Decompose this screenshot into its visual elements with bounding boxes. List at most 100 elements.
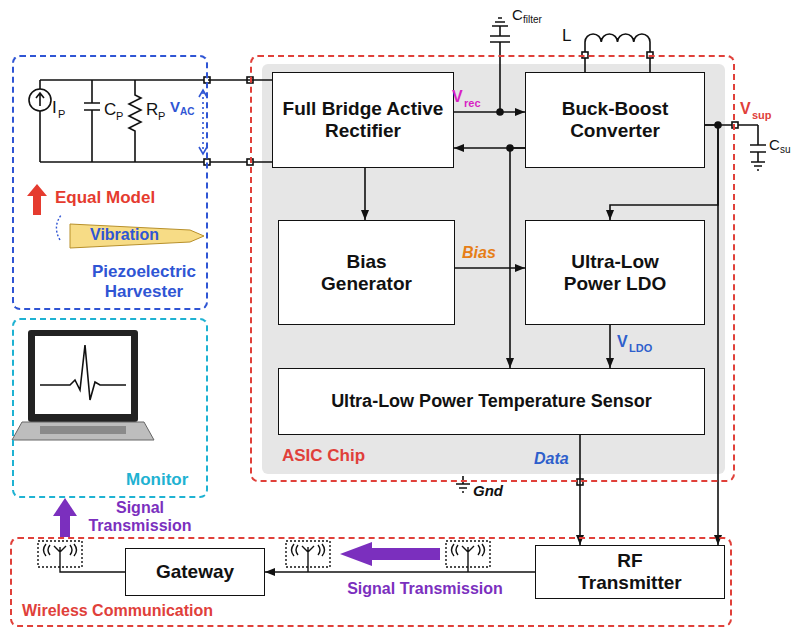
equal-model-arrow (27, 184, 47, 215)
subscript-label: P (158, 110, 165, 123)
subscript-label: su (780, 144, 791, 156)
ground-symbol (456, 476, 470, 492)
piezo-beam (56, 214, 204, 248)
drawing-stroke (56, 214, 62, 240)
drawing-stroke (446, 541, 490, 567)
process-box: Ultra-Low Power LDO (525, 220, 705, 325)
signal-label: I (52, 98, 57, 118)
drawing-stroke (585, 42, 650, 72)
drawing-stroke (585, 34, 650, 42)
subscript-label: AC (180, 106, 194, 118)
signal-label: L (562, 26, 571, 46)
signal-arrow (340, 542, 440, 566)
connector-label: Bias (462, 244, 496, 262)
inductor-symbol (582, 34, 653, 72)
subscript-label: P (116, 110, 123, 123)
process-box: Ultra-Low Power Temperature Sensor (278, 368, 705, 435)
signal-label: R (146, 100, 158, 120)
box-label: Ultra-Low Power LDO (550, 251, 680, 295)
drawing-stroke (202, 92, 204, 152)
region-title: Wireless Communication (22, 602, 252, 620)
drawing-stroke (29, 89, 51, 111)
drawing-stroke (44, 544, 77, 556)
wire-connector (208, 79, 272, 81)
box-label: Gateway (156, 561, 234, 583)
process-box: Bias Generator (278, 220, 455, 325)
drawing-stroke (70, 224, 204, 248)
harvester-circuit (29, 77, 272, 165)
drawing-stroke (286, 541, 330, 567)
process-box: RF Transmitter (535, 545, 725, 599)
drawing-stroke (28, 330, 138, 422)
signal-label: V (617, 333, 628, 351)
subscript-label: P (58, 108, 65, 121)
connector-label: Signal Transmission (330, 580, 520, 598)
subscript-label: filter (523, 14, 542, 26)
signal-label: V (740, 100, 751, 118)
process-box: Buck-Boost Converter (525, 72, 705, 168)
region-frame: Wireless Communication Gateway RF Transmit… (10, 537, 732, 627)
signal-label: V (170, 98, 180, 115)
signal-label: Gnd (473, 482, 503, 499)
signal-label: Equal Model (55, 188, 155, 208)
drawing-stroke (718, 125, 766, 170)
drawing-stroke (36, 93, 44, 106)
wire-connector (265, 571, 535, 573)
drawing-stroke (462, 546, 474, 567)
wire-connector (705, 125, 718, 545)
wire-connector (510, 148, 525, 368)
box-label: Ultra-Low Power Temperature Sensor (331, 391, 652, 412)
drawing-stroke (40, 345, 126, 400)
signal-label: C (104, 100, 116, 120)
drawing-stroke (129, 80, 141, 162)
drawing-stroke (490, 18, 510, 112)
region-frame: ASIC Chip Full Bridge Active Rectifier Buc… (250, 55, 735, 482)
connector-label: Signal Transmission (78, 499, 202, 536)
box-label: Bias Generator (317, 251, 417, 295)
region-title: ASIC Chip (282, 446, 412, 466)
box-label: Full Bridge Active Rectifier (279, 98, 447, 142)
drawing-stroke (292, 544, 325, 556)
region-title: Piezoelectric Harvester (84, 262, 204, 301)
asic-ground (262, 64, 725, 474)
drawing-stroke (60, 567, 125, 572)
region-frame: Piezoelectric Harvester (12, 55, 208, 310)
laptop-icon (12, 330, 154, 440)
drawing-stroke (35, 336, 131, 414)
region-title: Monitor (126, 470, 204, 490)
drawing-stroke (199, 90, 207, 154)
process-box: Full Bridge Active Rectifier (272, 72, 454, 168)
subscript-label: sup (752, 109, 772, 122)
drawing-stroke (302, 546, 314, 567)
drawing-stroke (84, 80, 100, 162)
drawing-stroke (732, 122, 738, 128)
wire-connector (609, 325, 611, 368)
wire-connector (579, 435, 581, 545)
drawing-stroke (452, 544, 485, 556)
region-frame: Monitor (12, 318, 208, 498)
box-label: Buck-Boost Converter (550, 98, 680, 142)
signal-label: Vibration (90, 226, 159, 244)
filter-capacitor (490, 18, 510, 115)
drawing-stroke (40, 80, 272, 162)
wire-connector (364, 168, 366, 220)
antenna (38, 541, 125, 572)
wire-connector (455, 267, 525, 269)
box-label: RF Transmitter (565, 550, 695, 594)
antenna (446, 541, 490, 572)
antenna (286, 541, 330, 572)
connector-label: Data (534, 450, 569, 468)
drawing-stroke (456, 476, 470, 492)
drawing-stroke (38, 541, 82, 567)
process-box: Gateway (125, 548, 265, 596)
signal-arrow (60, 516, 70, 537)
signal-label: C (769, 136, 780, 153)
drawing-stroke (54, 546, 66, 567)
subscript-label: LDO (629, 342, 652, 355)
drawing-stroke (12, 422, 154, 440)
subscript-label: rec (464, 97, 481, 110)
drawing-stroke (40, 426, 126, 434)
signal-label: C (512, 6, 523, 23)
signal-label: V (452, 88, 463, 106)
wire-connector (454, 111, 525, 113)
